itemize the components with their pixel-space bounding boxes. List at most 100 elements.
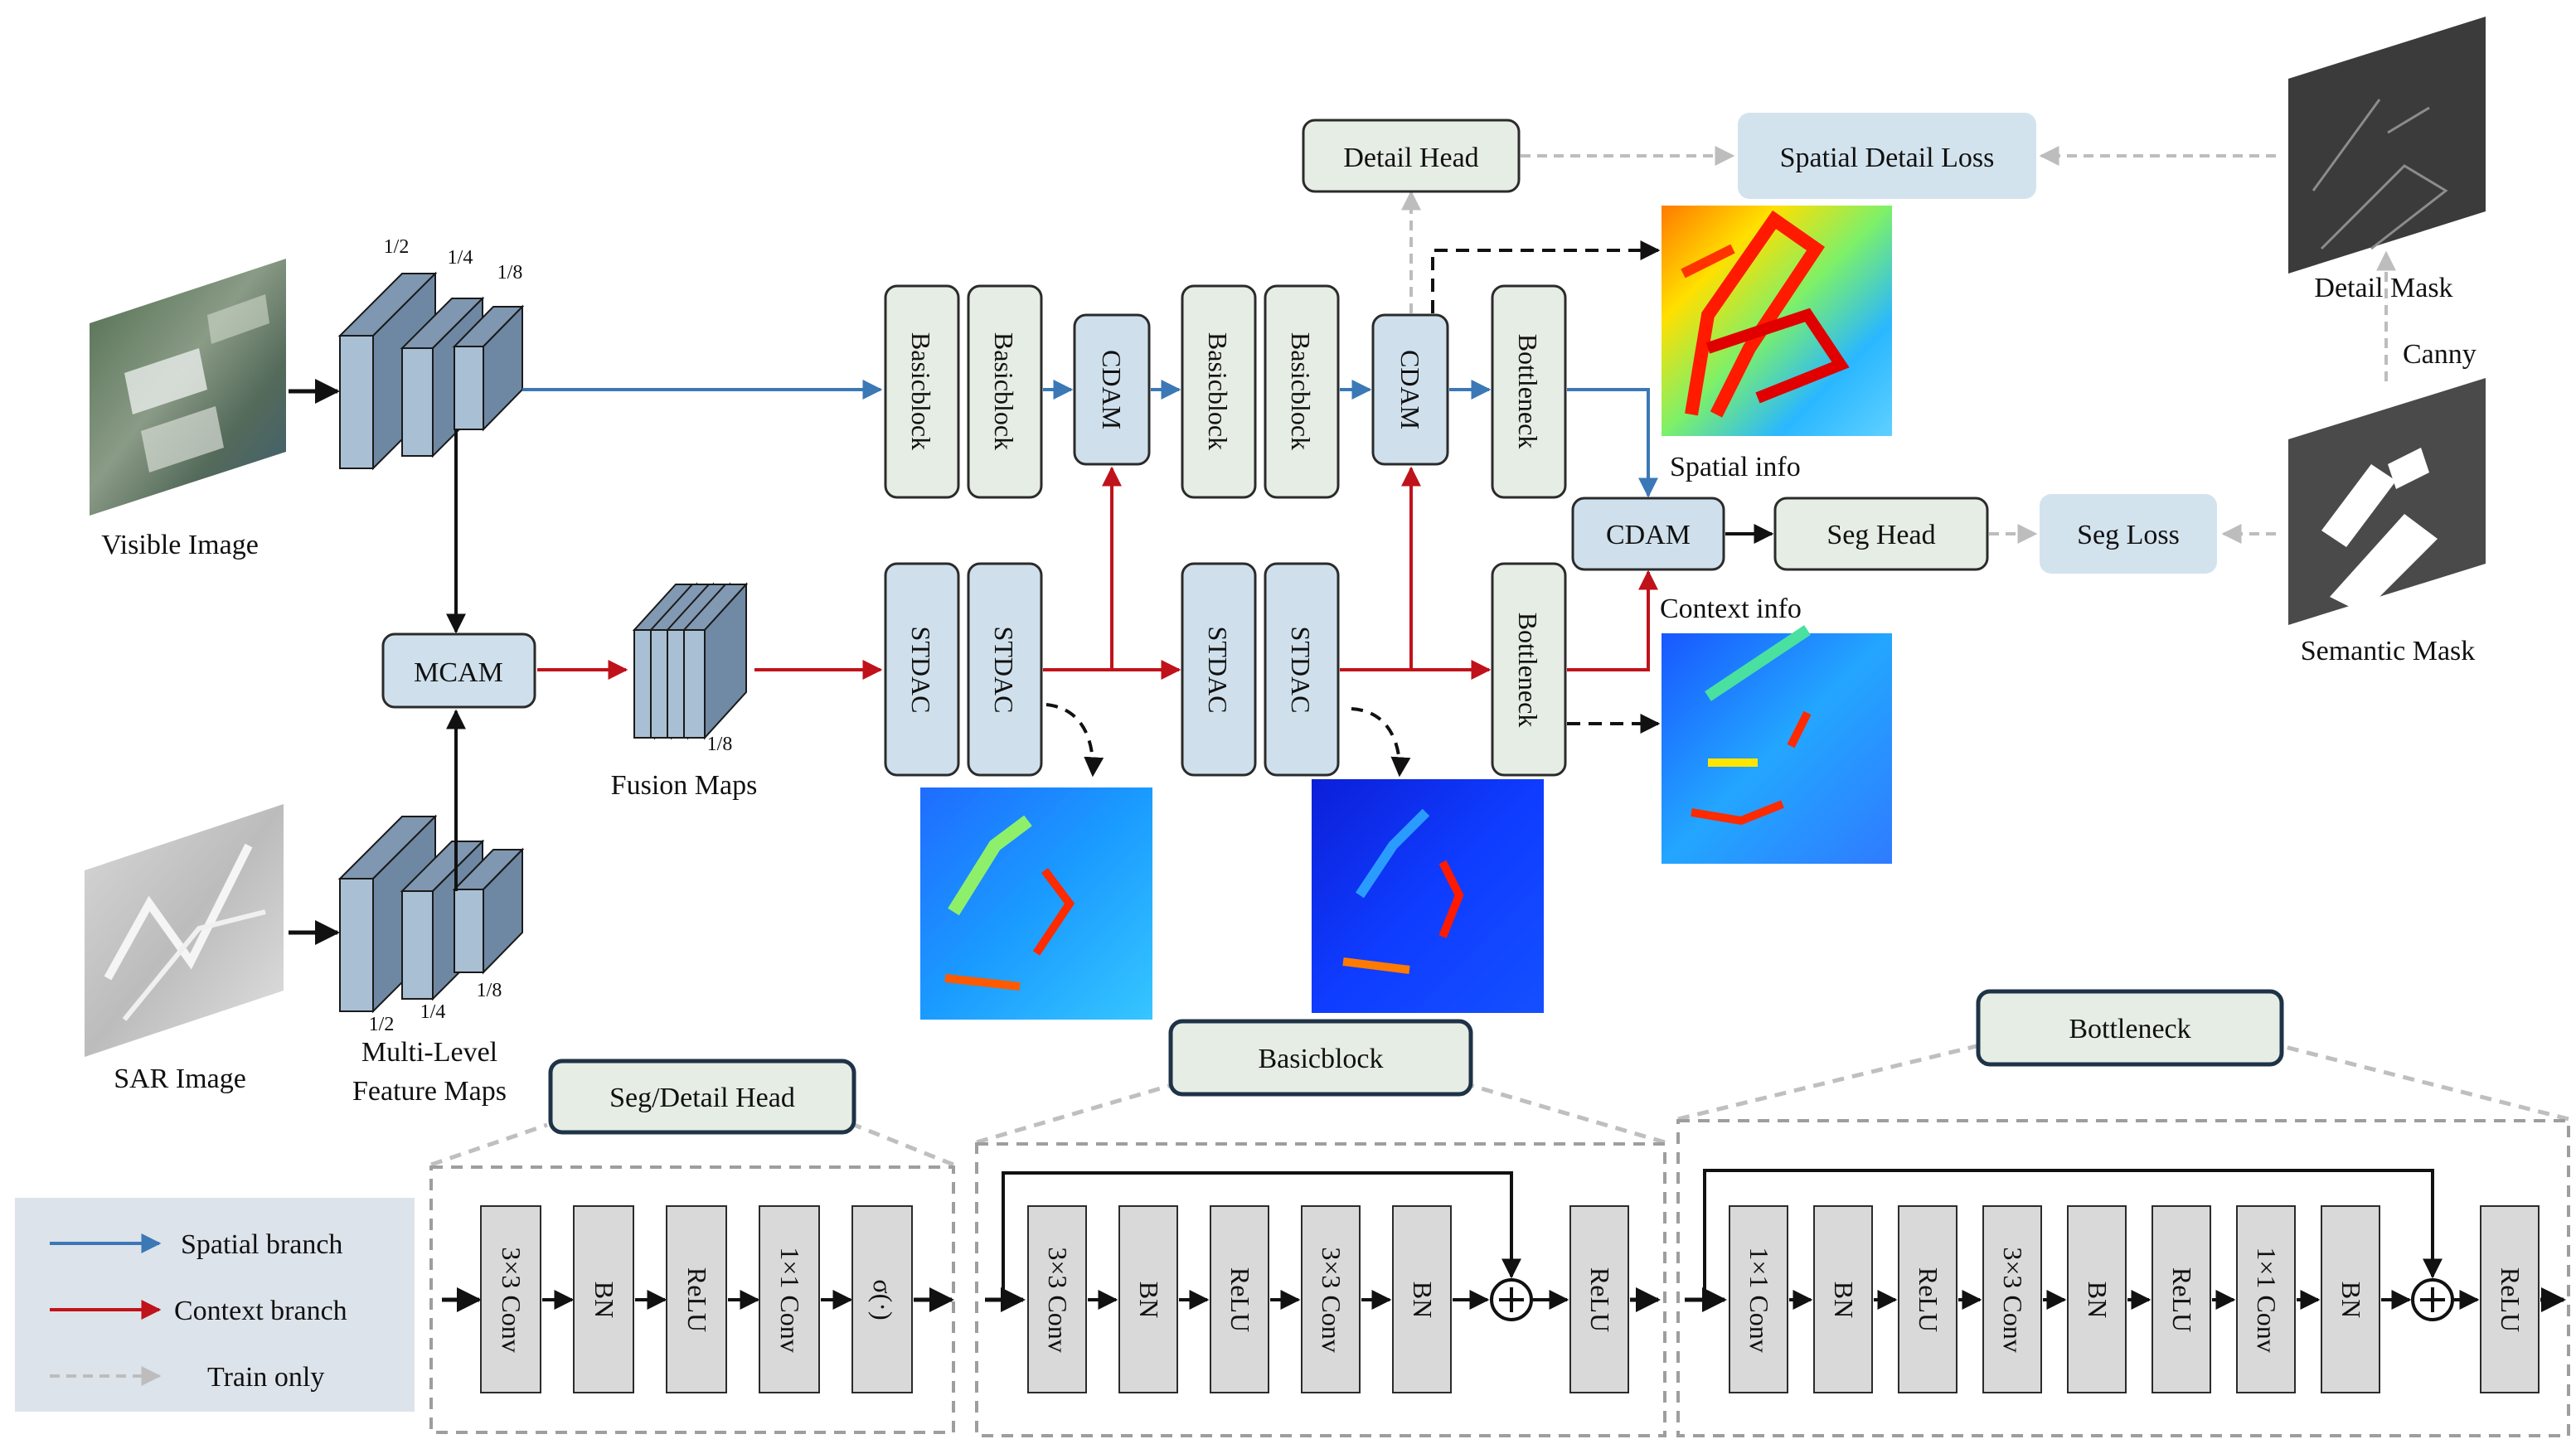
scale-top-1-8: 1/8 xyxy=(497,262,523,283)
seg-head-block xyxy=(1773,497,1989,571)
scale-top-1-2: 1/2 xyxy=(384,236,410,258)
cdam-3-label: CDAM xyxy=(1606,520,1691,550)
head-layer-1 xyxy=(480,1205,541,1393)
bn-layer-4 xyxy=(1982,1205,2042,1393)
basicblock-panel xyxy=(975,1083,1666,1437)
basicblock-3 xyxy=(1181,284,1257,499)
stdac-heatmap-2 xyxy=(1312,779,1544,1013)
head-layer-5 xyxy=(851,1205,913,1393)
bb-layer-4-label: 3×3 Conv xyxy=(1317,1247,1346,1352)
bb-layer-4 xyxy=(1301,1205,1361,1393)
stdac-3 xyxy=(1181,562,1257,777)
head-layer-1-label: 3×3 Conv xyxy=(497,1247,526,1352)
cdam-2-label: CDAM xyxy=(1395,350,1425,429)
detail-mask xyxy=(2288,17,2486,274)
basicblock-2-label: Basicblock xyxy=(989,332,1019,450)
bn-layer-3 xyxy=(1898,1205,1957,1393)
bottleneck-title: Bottleneck xyxy=(2069,1014,2190,1044)
scale-bottom-1-4: 1/4 xyxy=(420,1001,446,1023)
detail-head-label: Detail Head xyxy=(1343,143,1478,173)
arrow-stdac4-to-heatmap xyxy=(1351,707,1411,778)
bn-layer-5 xyxy=(2067,1205,2127,1393)
stdac-4-label: STDAC xyxy=(1286,627,1316,714)
cdam-2 xyxy=(1371,313,1449,466)
scale-bottom-1-2: 1/2 xyxy=(369,1014,395,1035)
bn-layer-5-label: BN xyxy=(2083,1282,2113,1318)
legend-box xyxy=(15,1198,415,1412)
head-layer-4-label: 1×1 Conv xyxy=(775,1247,805,1352)
bn-layer-8 xyxy=(2321,1205,2380,1393)
bottleneck-title-box xyxy=(1976,989,2284,1067)
seg-detail-head-title: Seg/Detail Head xyxy=(609,1083,795,1113)
stdac-2 xyxy=(967,562,1043,777)
fusion-scale: 1/8 xyxy=(707,734,733,755)
bb-layer-relu-label: ReLU xyxy=(1585,1267,1615,1332)
legend-context-label: Context branch xyxy=(174,1296,347,1326)
basicblock-1-label: Basicblock xyxy=(906,332,936,450)
seg-loss-block xyxy=(2040,494,2217,574)
bb-layer-1 xyxy=(1027,1205,1087,1393)
spatial-info-heatmap xyxy=(1662,206,1892,436)
fusion-maps xyxy=(632,582,749,740)
legend-train-label: Train only xyxy=(207,1362,324,1393)
cdam-3 xyxy=(1571,497,1725,571)
bottleneck-spatial xyxy=(1491,284,1567,499)
spatial-info-label: Spatial info xyxy=(1670,452,1801,482)
basicblock-4 xyxy=(1264,284,1340,499)
bn-layer-8-label: BN xyxy=(2336,1282,2366,1318)
stdac-3-label: STDAC xyxy=(1203,627,1233,714)
seg-loss-label: Seg Loss xyxy=(2077,520,2180,550)
semantic-mask-label: Semantic Mask xyxy=(2301,636,2476,666)
bb-skip-line xyxy=(1002,1171,1521,1300)
spatial-line-to-cdam3 xyxy=(1567,388,1658,498)
bn-layer-1 xyxy=(1729,1205,1788,1393)
bottleneck-panel xyxy=(1676,1044,2570,1437)
bn-layer-2-label: BN xyxy=(1829,1282,1859,1318)
basicblock-3-label: Basicblock xyxy=(1203,332,1233,450)
bottleneck-context-label: Bottleneck xyxy=(1513,613,1543,728)
stdac-heatmap-1 xyxy=(920,787,1152,1020)
context-info-label: Context info xyxy=(1660,594,1802,624)
bn-layer-relu-label: ReLU xyxy=(2496,1267,2525,1332)
bb-layer-5-label: BN xyxy=(1408,1282,1438,1318)
bn-layer-relu xyxy=(2480,1205,2540,1393)
multi-level-label-2: Feature Maps xyxy=(352,1076,507,1107)
bb-add-icon xyxy=(1490,1278,1533,1321)
detail-mask-label: Detail Mask xyxy=(2314,273,2452,303)
mcam-block xyxy=(381,632,536,709)
sar-image xyxy=(85,804,284,1057)
bn-skip-line xyxy=(1703,1169,2443,1300)
sar-image-label: SAR Image xyxy=(114,1064,246,1094)
stdac-1-label: STDAC xyxy=(906,627,936,714)
visible-image-label: Visible Image xyxy=(101,530,259,560)
bn-add-icon xyxy=(2411,1278,2454,1321)
bb-layer-1-label: 3×3 Conv xyxy=(1043,1247,1073,1352)
head-layer-2 xyxy=(573,1205,634,1393)
bn-layer-1-label: 1×1 Conv xyxy=(1744,1247,1774,1352)
basicblock-1 xyxy=(884,284,960,499)
bb-layer-2-label: BN xyxy=(1134,1282,1164,1318)
spatial-detail-loss-block xyxy=(1738,113,2036,199)
bn-layer-6-label: ReLU xyxy=(2167,1267,2197,1332)
stdac-4 xyxy=(1264,562,1340,777)
cdam-1-label: CDAM xyxy=(1097,350,1127,429)
bn-layer-2 xyxy=(1813,1205,1873,1393)
scale-bottom-1-8: 1/8 xyxy=(477,980,502,1001)
context-info-heatmap xyxy=(1662,625,1892,864)
visible-feature-maps xyxy=(337,271,525,471)
basicblock-title: Basicblock xyxy=(1258,1044,1383,1074)
bb-layer-2 xyxy=(1118,1205,1178,1393)
head-layer-3-label: ReLU xyxy=(682,1267,712,1332)
spatial-detail-loss-label: Spatial Detail Loss xyxy=(1780,143,1995,173)
arrow-stdac2-to-heatmap xyxy=(1045,703,1104,778)
bottleneck-spatial-label: Bottleneck xyxy=(1513,334,1543,449)
stdac-1 xyxy=(884,562,960,777)
mcam-label: MCAM xyxy=(414,657,503,688)
bn-layer-4-label: 3×3 Conv xyxy=(1998,1247,2028,1352)
multi-level-label-1: Multi-Level xyxy=(361,1037,497,1068)
bb-layer-3 xyxy=(1210,1205,1269,1393)
fusion-maps-label: Fusion Maps xyxy=(611,770,758,801)
bb-layer-3-label: ReLU xyxy=(1225,1267,1255,1332)
visible-image xyxy=(90,259,286,516)
